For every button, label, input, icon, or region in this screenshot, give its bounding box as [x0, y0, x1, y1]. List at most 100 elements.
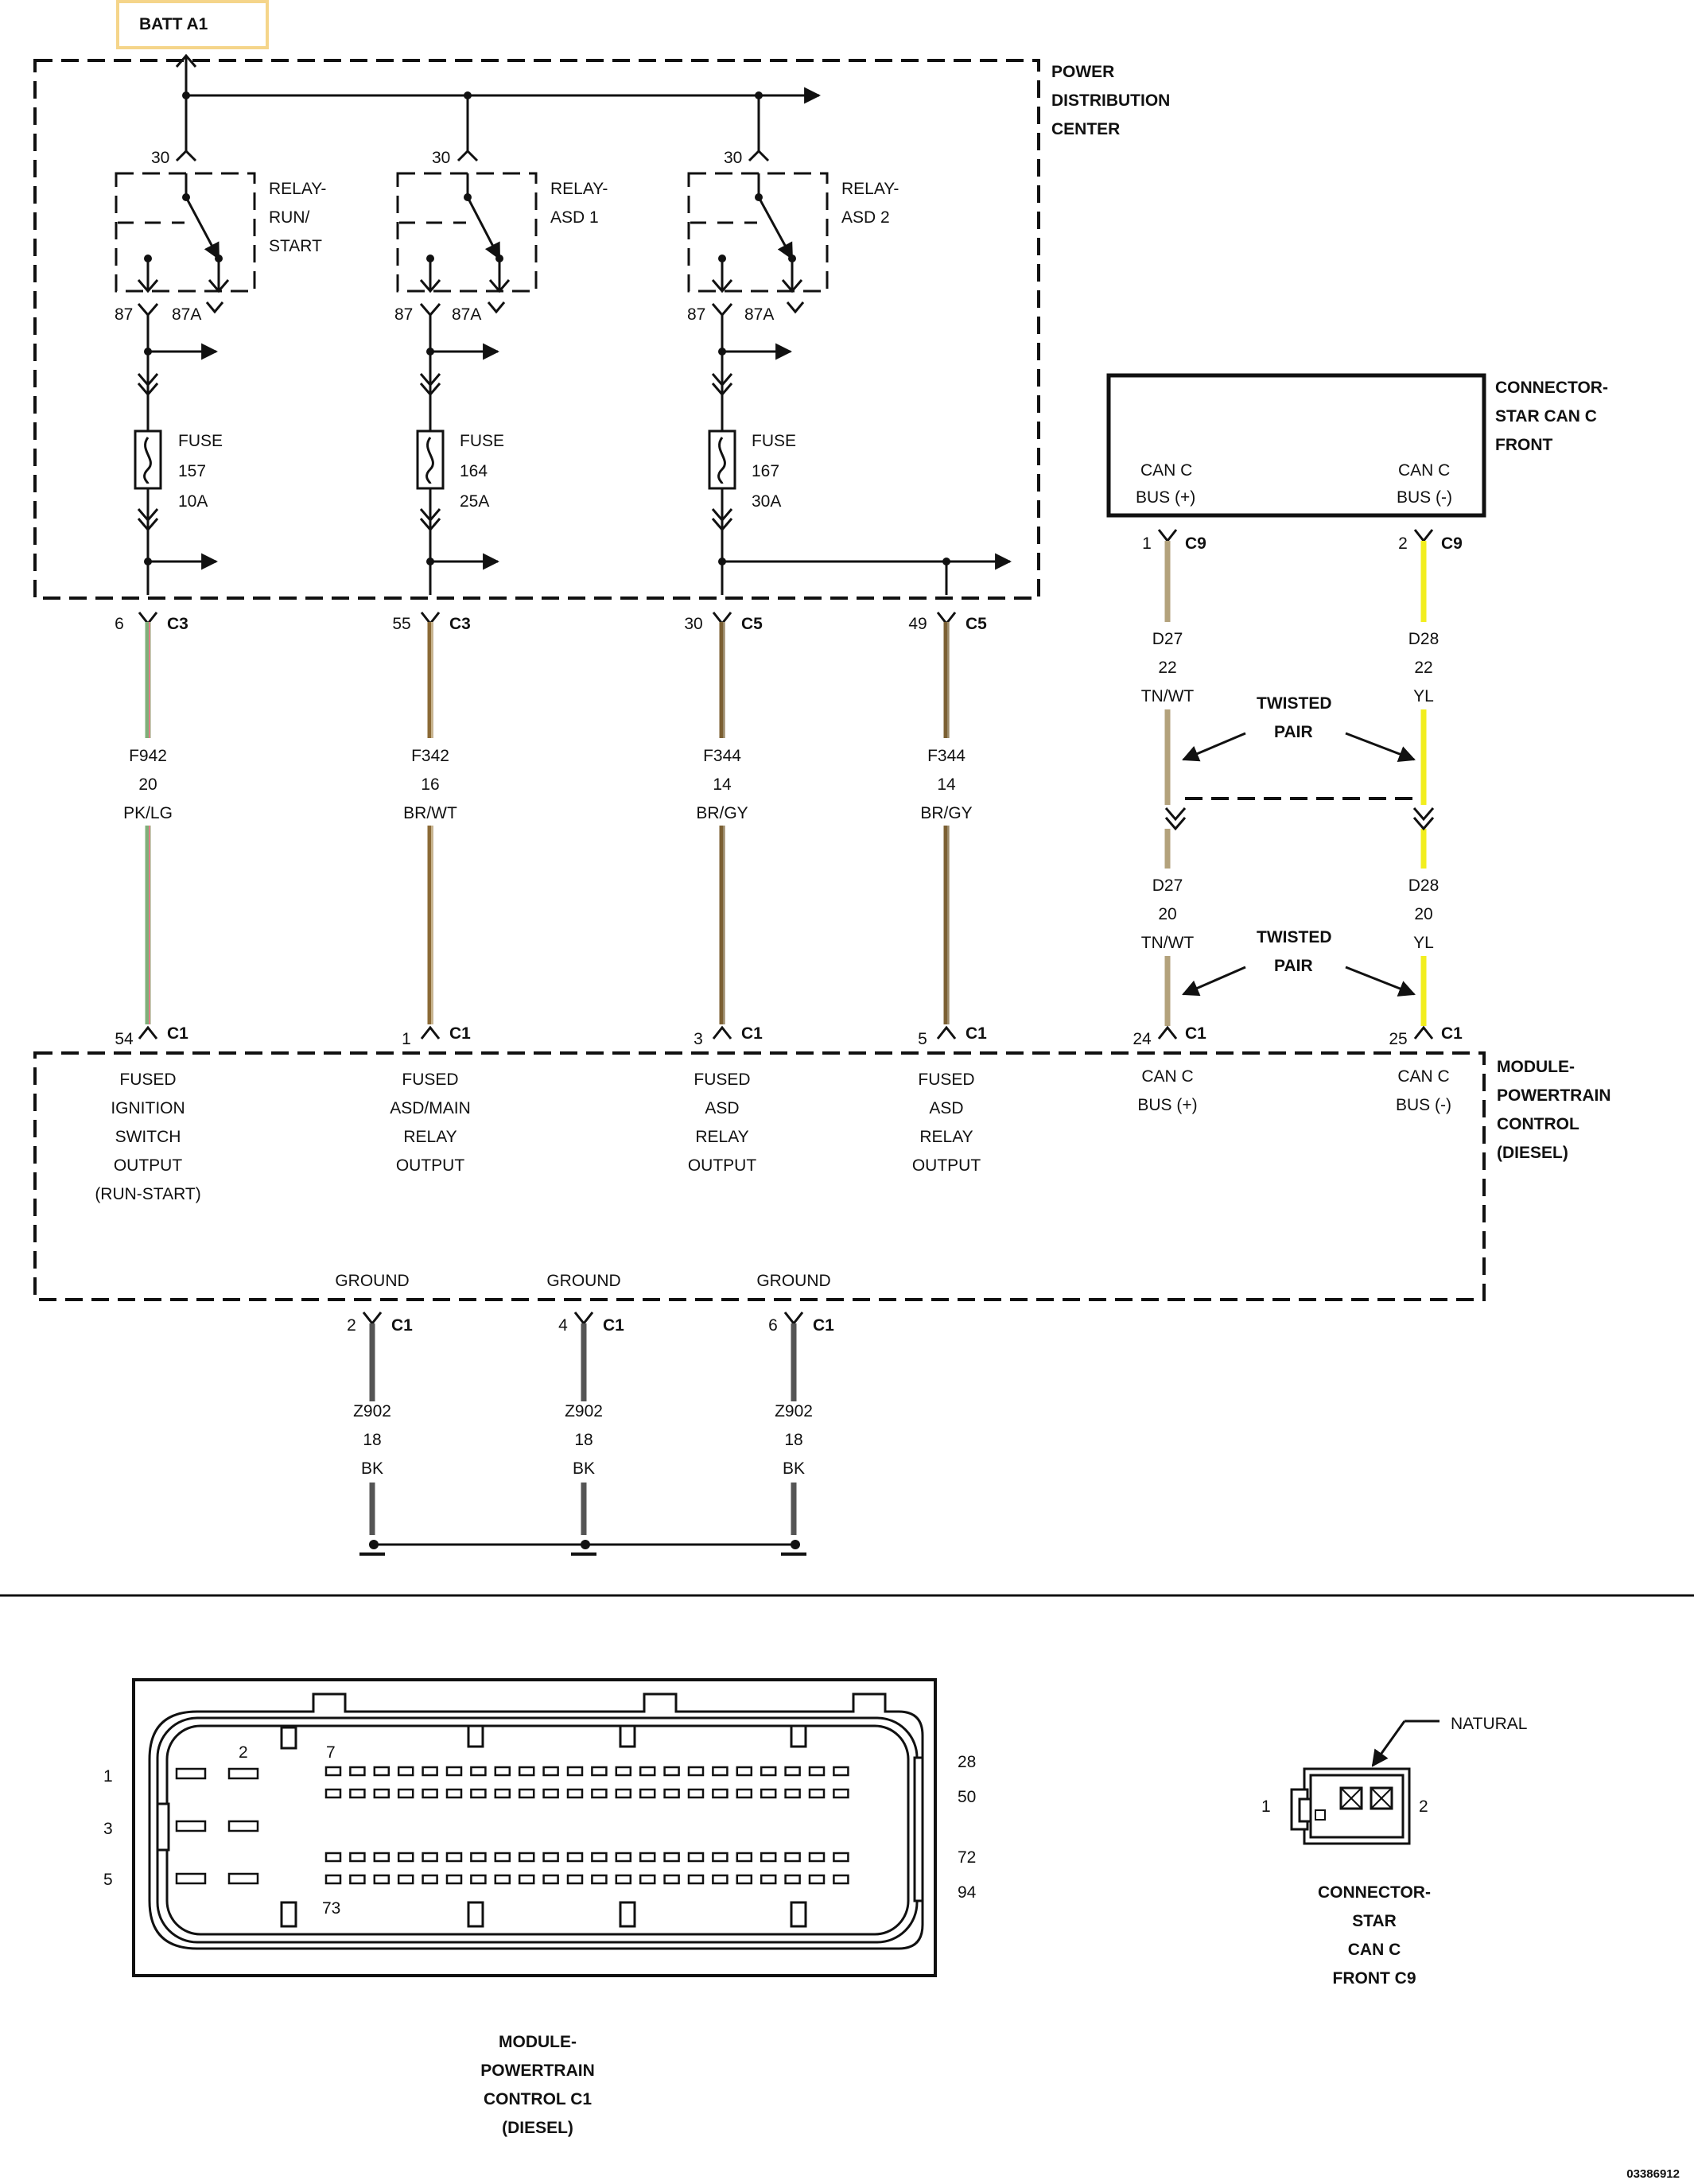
wire-color-code: PK/LG [123, 804, 173, 822]
ground-connector: C1 [813, 1316, 834, 1335]
pcm-c1-connector-view: 1 2 3 5 7 73 28 50 72 94 [103, 1678, 977, 1977]
ground-color-code: BK [783, 1459, 805, 1478]
wire-bottom-pin: 1 [402, 1030, 411, 1048]
can-top-pin: 1 [1142, 534, 1152, 553]
svg-text:CAN C: CAN C [1140, 461, 1192, 480]
svg-text:RELAY-: RELAY- [841, 180, 899, 198]
pcm-function-label: OUTPUT [912, 1156, 981, 1175]
svg-text:FRONT: FRONT [1495, 436, 1552, 454]
ground-label: GROUND [546, 1272, 620, 1290]
c9-caption: CONNECTOR- STAR CAN C FRONT C9 [1318, 1883, 1431, 1988]
ground-pin: 6 [768, 1316, 778, 1335]
relay-asd-2: 30 RELAY- ASD 2 87 87A FUSE 167 30A [687, 149, 1012, 595]
svg-text:30: 30 [151, 149, 169, 167]
svg-text:BUS (+): BUS (+) [1136, 488, 1195, 507]
ground-circuit-id: Z902 [565, 1402, 603, 1420]
ground-gauge: 18 [574, 1431, 593, 1449]
svg-text:25A: 25A [460, 492, 489, 511]
relay-asd-1: 30 RELAY- ASD 1 87 87A FUSE 164 25A [394, 149, 608, 595]
relay-run-start: 30 RELAY- RUN/ START 87 87A FUSE 157 10A [115, 149, 326, 595]
pcm-function-label: ASD [705, 1099, 739, 1117]
pcm-function-label: BUS (+) [1137, 1096, 1197, 1114]
svg-text:CAN C: CAN C [1348, 1941, 1401, 1959]
pcm-function-label: OUTPUT [396, 1156, 465, 1175]
svg-text:ASD 2: ASD 2 [841, 208, 890, 227]
can-top-pin: 2 [1398, 534, 1408, 553]
svg-text:MODULE-: MODULE- [1497, 1058, 1575, 1076]
wire-bottom-connector: C1 [449, 1024, 471, 1043]
svg-text:FUSE: FUSE [178, 432, 223, 450]
pcm-function-label: ASD [929, 1099, 963, 1117]
ground-label: GROUND [335, 1272, 409, 1290]
pcm-function-label: RELAY [403, 1128, 457, 1146]
svg-text:TWISTED: TWISTED [1257, 928, 1332, 946]
svg-text:87: 87 [394, 305, 413, 324]
svg-text:POWERTRAIN: POWERTRAIN [480, 2062, 595, 2080]
can-top-connector: C9 [1441, 534, 1463, 553]
pdc-title: POWER DISTRIBUTION CENTER [1051, 63, 1170, 138]
svg-text:87: 87 [115, 305, 133, 324]
ground-gauge: 18 [784, 1431, 802, 1449]
can-circuit: D27 [1152, 630, 1183, 648]
pcm-function-label: FUSED [119, 1071, 176, 1089]
svg-text:2: 2 [239, 1743, 248, 1762]
svg-text:10A: 10A [178, 492, 208, 511]
can-top-connector: C9 [1185, 534, 1206, 553]
pcm-function-label: RELAY [919, 1128, 973, 1146]
can-bottom-connector: C1 [1185, 1024, 1206, 1043]
c9-connector-view: NATURAL 1 2 [1261, 1715, 1527, 1845]
ground-connector: C1 [391, 1316, 413, 1335]
svg-text:2: 2 [1419, 1797, 1428, 1816]
pcm-function-label: FUSED [918, 1071, 974, 1089]
battery-bus [175, 53, 822, 151]
svg-text:MODULE-: MODULE- [499, 2033, 577, 2051]
can-bottom-connector: C1 [1441, 1024, 1463, 1043]
document-number: 03386912 [1626, 2167, 1680, 2181]
can-gauge: 22 [1414, 659, 1432, 677]
svg-text:3: 3 [103, 1820, 113, 1838]
pcm-function-label: SWITCH [115, 1128, 181, 1146]
wire-top-connector: C3 [449, 615, 471, 633]
wire-color-code: BR/GY [696, 804, 748, 822]
ground-color-code: BK [573, 1459, 595, 1478]
svg-text:7: 7 [326, 1743, 336, 1762]
can-color-code: TN/WT [1141, 934, 1195, 952]
wire-gauge: 16 [421, 775, 439, 794]
batt-label: BATT A1 [116, 0, 269, 49]
can-gauge: 20 [1414, 905, 1432, 923]
can-gauge: 22 [1158, 659, 1176, 677]
pcm-function-label: OUTPUT [114, 1156, 183, 1175]
svg-text:DISTRIBUTION: DISTRIBUTION [1051, 91, 1170, 110]
svg-text:87A: 87A [744, 305, 774, 324]
svg-text:94: 94 [958, 1883, 977, 1902]
svg-text:(DIESEL): (DIESEL) [1497, 1144, 1568, 1162]
pcm-function-label: BUS (-) [1396, 1096, 1451, 1114]
pcm-function-label: FUSED [694, 1071, 750, 1089]
can-gauge: 20 [1158, 905, 1176, 923]
svg-text:1: 1 [103, 1767, 113, 1786]
wire-bottom-connector: C1 [741, 1024, 763, 1043]
can-color-code: YL [1413, 687, 1434, 705]
svg-text:POWERTRAIN: POWERTRAIN [1497, 1086, 1611, 1105]
svg-text:FUSE: FUSE [460, 432, 504, 450]
svg-text:BUS (-): BUS (-) [1397, 488, 1452, 507]
can-color-code: TN/WT [1141, 687, 1195, 705]
svg-text:30: 30 [724, 149, 742, 167]
wire-bottom-pin: 5 [918, 1030, 927, 1048]
wire-color-code: BR/WT [403, 804, 457, 822]
pcm-function-label: ASD/MAIN [390, 1099, 471, 1117]
wire-gauge: 14 [713, 775, 732, 794]
wire-bottom-pin: 54 [115, 1030, 134, 1048]
ground-connector: C1 [603, 1316, 624, 1335]
ground-circuit-id: Z902 [775, 1402, 813, 1420]
can-circuit: D28 [1408, 876, 1440, 895]
svg-text:CONTROL: CONTROL [1497, 1115, 1579, 1133]
twisted-pair-notes: TWISTED PAIR TWISTED PAIR [1164, 694, 1435, 997]
